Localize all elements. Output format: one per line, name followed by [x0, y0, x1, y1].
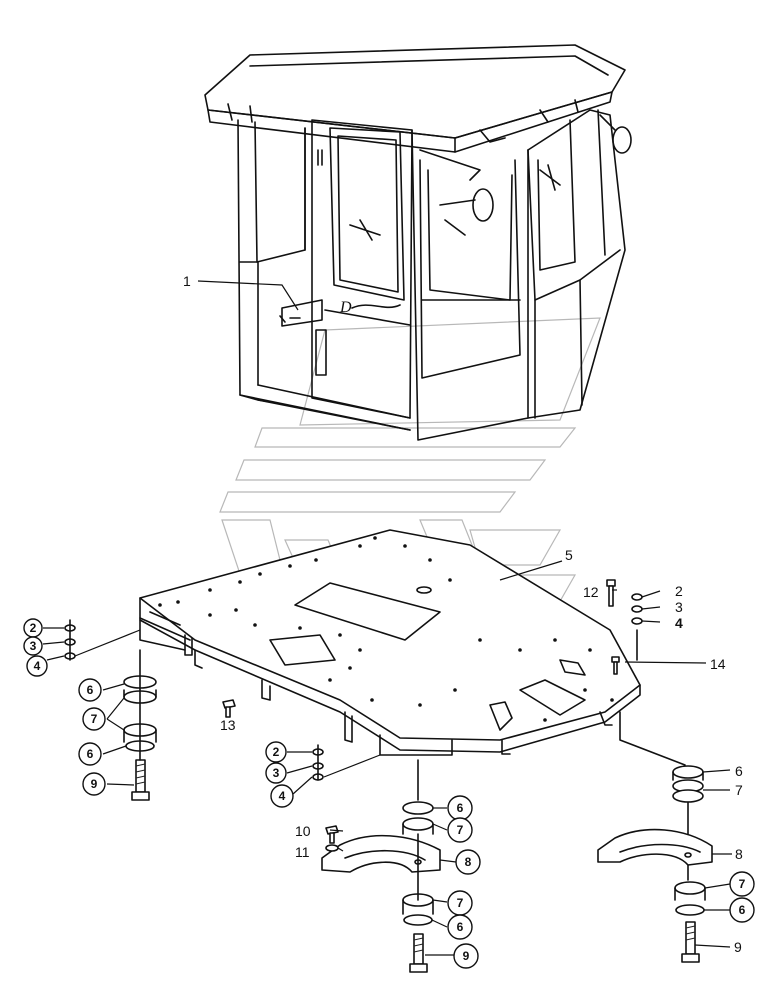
operator-cab: D [204, 44, 632, 441]
callout-14: 14 [710, 656, 726, 672]
callout-7-right-bottom: 7 [729, 871, 755, 897]
callout-2-left: 2 [23, 618, 43, 638]
svg-text:6: 6 [457, 801, 464, 815]
svg-text:2: 2 [30, 621, 37, 635]
callout-4-right: 4 [675, 615, 683, 631]
svg-text:7: 7 [457, 896, 464, 910]
callout-8-right: 8 [735, 846, 743, 862]
callout-6-right-top: 6 [735, 763, 743, 779]
callout-4-center: 4 [270, 784, 294, 808]
callout-6-center-bottom: 6 [447, 914, 473, 940]
floor-plate-holes [158, 536, 614, 722]
callout-9-left: 9 [82, 772, 106, 796]
callout-5: 5 [565, 547, 573, 563]
bolt-12 [606, 579, 616, 607]
callout-4-left: 4 [26, 655, 48, 677]
callout-6-right-bottom: 6 [729, 897, 755, 923]
callout-9-center: 9 [453, 943, 479, 969]
callouts: 1 5 12 2 3 4 14 2 3 4 6 7 [23, 273, 755, 969]
callout-11: 11 [295, 844, 310, 860]
callout-13: 13 [220, 717, 236, 733]
callout-8-center: 8 [455, 849, 481, 875]
callout-7-center-top: 7 [447, 817, 473, 843]
svg-text:3: 3 [30, 639, 37, 653]
callout-7-center-bottom: 7 [447, 890, 473, 916]
svg-text:4: 4 [34, 659, 41, 673]
svg-text:7: 7 [739, 877, 746, 891]
svg-text:9: 9 [91, 777, 98, 791]
callout-7-left: 7 [82, 707, 106, 731]
mount-bracket-right [597, 828, 713, 866]
svg-text:6: 6 [457, 920, 464, 934]
svg-text:2: 2 [273, 745, 280, 759]
callout-3-right: 3 [675, 599, 683, 615]
leader-lines [42, 280, 732, 956]
washer-stack-center [312, 744, 324, 781]
callout-2-right: 2 [675, 583, 683, 599]
svg-text:8: 8 [465, 855, 472, 869]
svg-text:4: 4 [279, 789, 286, 803]
callout-2-center: 2 [265, 741, 287, 763]
svg-text:3: 3 [273, 766, 280, 780]
svg-text:7: 7 [457, 823, 464, 837]
callout-3-left: 3 [23, 636, 43, 656]
mount-bracket-center [321, 833, 441, 901]
callout-1: 1 [183, 273, 191, 289]
washer-stack-right [631, 593, 643, 661]
bolt-13 [222, 699, 236, 718]
isolator-stack-right [619, 711, 706, 963]
callout-6-left-top: 6 [78, 678, 102, 702]
svg-text:9: 9 [463, 949, 470, 963]
isolator-stack-center [402, 759, 434, 973]
floor-plate [139, 529, 641, 756]
svg-text:6: 6 [87, 747, 94, 761]
cab-logo-script: D [339, 299, 352, 316]
bolt-14 [611, 656, 620, 675]
isolator-stack-left [123, 649, 157, 801]
callout-9-right: 9 [734, 939, 742, 955]
svg-text:6: 6 [739, 903, 746, 917]
callout-7-right-top: 7 [735, 782, 743, 798]
callout-12: 12 [583, 584, 599, 600]
svg-text:6: 6 [87, 683, 94, 697]
callout-3-center: 3 [265, 762, 287, 784]
callout-6-center-top: 6 [447, 795, 473, 821]
callout-10: 10 [295, 823, 311, 839]
svg-text:7: 7 [91, 712, 98, 726]
callout-6-left-bottom: 6 [78, 742, 102, 766]
washer-stack-left [64, 619, 76, 661]
